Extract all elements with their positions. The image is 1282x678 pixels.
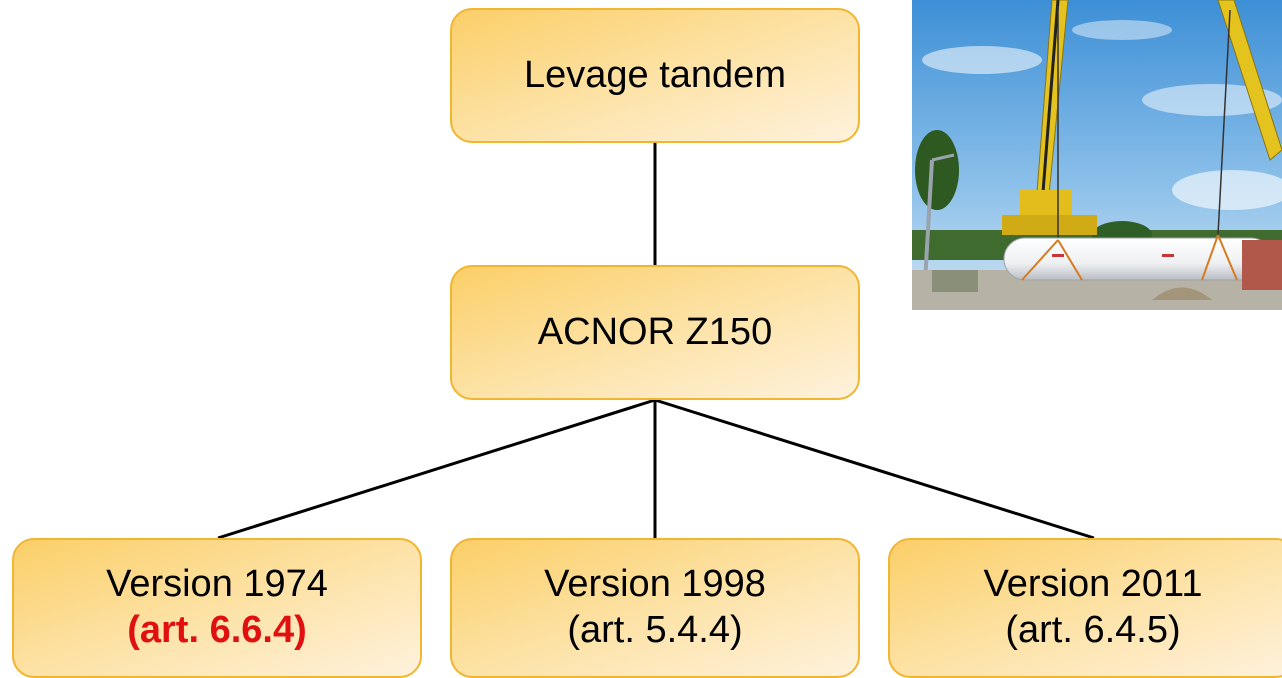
version-1974-article: (art. 6.6.4) bbox=[127, 609, 307, 651]
white-tank bbox=[1003, 237, 1273, 281]
tank-mark bbox=[1162, 254, 1174, 257]
tandem-lift-illustration bbox=[912, 0, 1282, 310]
node-acnor-z150-label: ACNOR Z150 bbox=[537, 310, 773, 353]
node-levage-tandem-label: Levage tandem bbox=[524, 53, 786, 96]
crane-right-hoist-line bbox=[1217, 9, 1231, 236]
sling-right bbox=[1201, 234, 1219, 281]
sling-right bbox=[1217, 234, 1238, 281]
sling-left bbox=[1057, 239, 1083, 281]
connector-standard-to-1974 bbox=[217, 398, 656, 540]
version-2011-article: (art. 6.4.5) bbox=[1005, 609, 1181, 651]
lamp-arm bbox=[931, 153, 955, 162]
crane-left-base bbox=[1002, 215, 1097, 235]
gravel-pile bbox=[1152, 287, 1212, 300]
cloud bbox=[1172, 170, 1282, 210]
tandem-lift-photo bbox=[912, 0, 1282, 310]
node-version-1974: Version 1974 (art. 6.6.4) bbox=[12, 538, 422, 678]
tree bbox=[915, 130, 959, 210]
cloud bbox=[1072, 20, 1172, 40]
sling-left bbox=[1021, 239, 1059, 281]
cloud bbox=[922, 46, 1042, 74]
node-acnor-z150: ACNOR Z150 bbox=[450, 265, 860, 400]
cloud bbox=[1142, 84, 1282, 116]
version-1974-label: Version 1974 bbox=[106, 563, 328, 606]
crane-left-boom-stripe bbox=[1040, 0, 1060, 206]
node-version-1998: Version 1998 (art. 5.4.4) bbox=[450, 538, 860, 678]
connector-standard-to-2011 bbox=[654, 398, 1095, 540]
version-2011-label: Version 2011 bbox=[983, 563, 1203, 606]
version-1998-article: (art. 5.4.4) bbox=[567, 609, 743, 651]
node-levage-tandem: Levage tandem bbox=[450, 8, 860, 143]
crane-right-boom bbox=[1217, 0, 1282, 161]
node-version-2011: Version 2011 (art. 6.4.5) bbox=[888, 538, 1282, 678]
tank-mark bbox=[1052, 254, 1064, 257]
version-1998-label: Version 1998 bbox=[544, 563, 766, 606]
building bbox=[1242, 240, 1282, 290]
truck bbox=[932, 270, 978, 292]
